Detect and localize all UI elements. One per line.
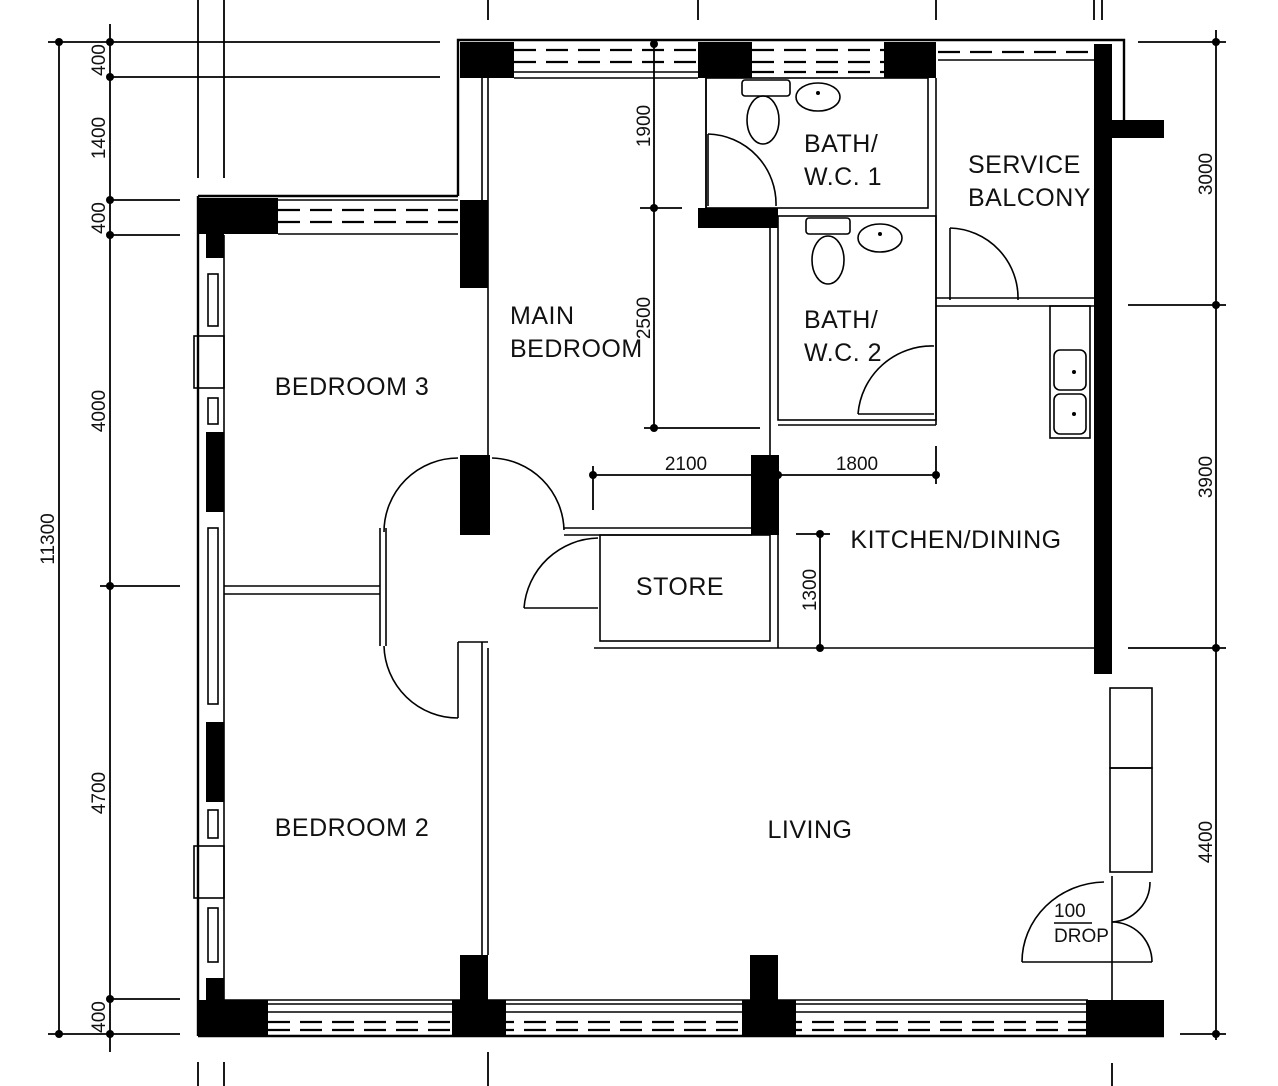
room-label-main-bedroom-1: MAIN [510, 302, 575, 330]
left-dimension-lines [48, 0, 1113, 1086]
dim-left-4700: 4700 [89, 772, 110, 814]
room-label-bath1-1: BATH/ [804, 130, 878, 158]
structural-columns [198, 42, 1164, 1036]
dim-kitchen-1800: 1800 [836, 454, 878, 475]
doors [383, 133, 1153, 1000]
room-label-bath1-2: W.C. 1 [804, 163, 882, 191]
fixtures [741, 79, 1091, 439]
dim-right-3900: 3900 [1196, 456, 1217, 498]
dim-left-400-bottom: 400 [89, 1001, 110, 1033]
right-dimension-lines [1128, 30, 1226, 1040]
dim-kitchen-1300: 1300 [800, 569, 821, 611]
drop-text-label: DROP [1054, 926, 1109, 947]
room-label-living: LIVING [768, 816, 853, 844]
room-label-store: STORE [636, 573, 724, 601]
dim-corridor-2100: 2100 [665, 454, 707, 475]
dim-main-bedroom-2500: 2500 [634, 297, 655, 339]
room-label-main-bedroom-2: BEDROOM [510, 335, 643, 363]
dim-right-4400: 4400 [1196, 821, 1217, 863]
dim-overall-11300: 11300 [38, 513, 59, 564]
dim-left-400-mid: 400 [89, 202, 110, 234]
room-label-bath2-2: W.C. 2 [804, 339, 882, 367]
dim-left-1400: 1400 [89, 117, 110, 159]
interior-dimension-lines [589, 40, 940, 652]
drop-value-label: 100 [1054, 901, 1086, 922]
room-label-kitchen-dining: KITCHEN/DINING [850, 526, 1061, 554]
room-label-service-balcony-1: SERVICE [968, 151, 1081, 179]
windows [193, 48, 1153, 1032]
dim-main-bedroom-1900: 1900 [634, 105, 655, 147]
dim-left-4000: 4000 [89, 390, 110, 432]
room-label-bedroom3: BEDROOM 3 [275, 373, 430, 401]
room-label-bedroom2: BEDROOM 2 [275, 814, 430, 842]
room-label-service-balcony-2: BALCONY [968, 184, 1091, 212]
dim-left-400-top: 400 [89, 44, 110, 76]
room-label-bath2-1: BATH/ [804, 306, 878, 334]
dim-right-3000: 3000 [1196, 153, 1217, 195]
